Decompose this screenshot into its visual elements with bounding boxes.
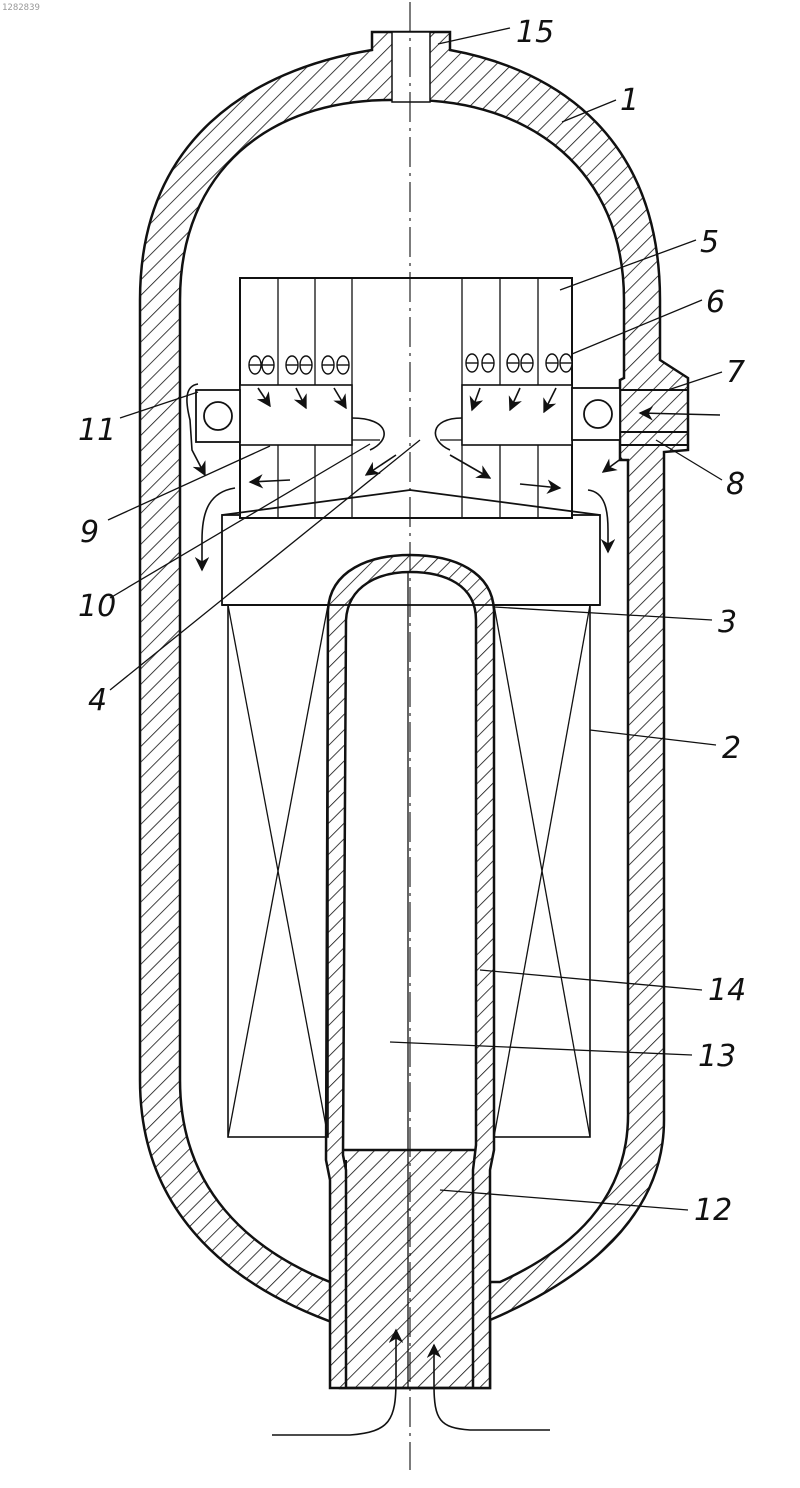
image-id-caption: 1282839 bbox=[2, 3, 40, 13]
label-7: 7 bbox=[726, 355, 745, 390]
top-nozzle-bore bbox=[392, 32, 430, 102]
label-3: 3 bbox=[718, 605, 737, 640]
label-12: 12 bbox=[694, 1193, 732, 1228]
label-9: 9 bbox=[80, 515, 99, 550]
label-15: 15 bbox=[516, 15, 554, 50]
label-2: 2 bbox=[722, 731, 741, 766]
label-1: 1 bbox=[620, 83, 639, 118]
label-11: 11 bbox=[78, 413, 116, 448]
label-14: 14 bbox=[708, 973, 746, 1008]
label-10: 10 bbox=[78, 589, 116, 624]
vessel-shell bbox=[140, 32, 688, 1388]
label-4: 4 bbox=[88, 683, 107, 718]
left-header-ring bbox=[204, 402, 232, 430]
label-5: 5 bbox=[700, 225, 719, 260]
label-6: 6 bbox=[706, 285, 725, 320]
right-header-ring bbox=[584, 400, 612, 428]
label-13: 13 bbox=[698, 1039, 736, 1074]
label-8: 8 bbox=[726, 467, 745, 502]
